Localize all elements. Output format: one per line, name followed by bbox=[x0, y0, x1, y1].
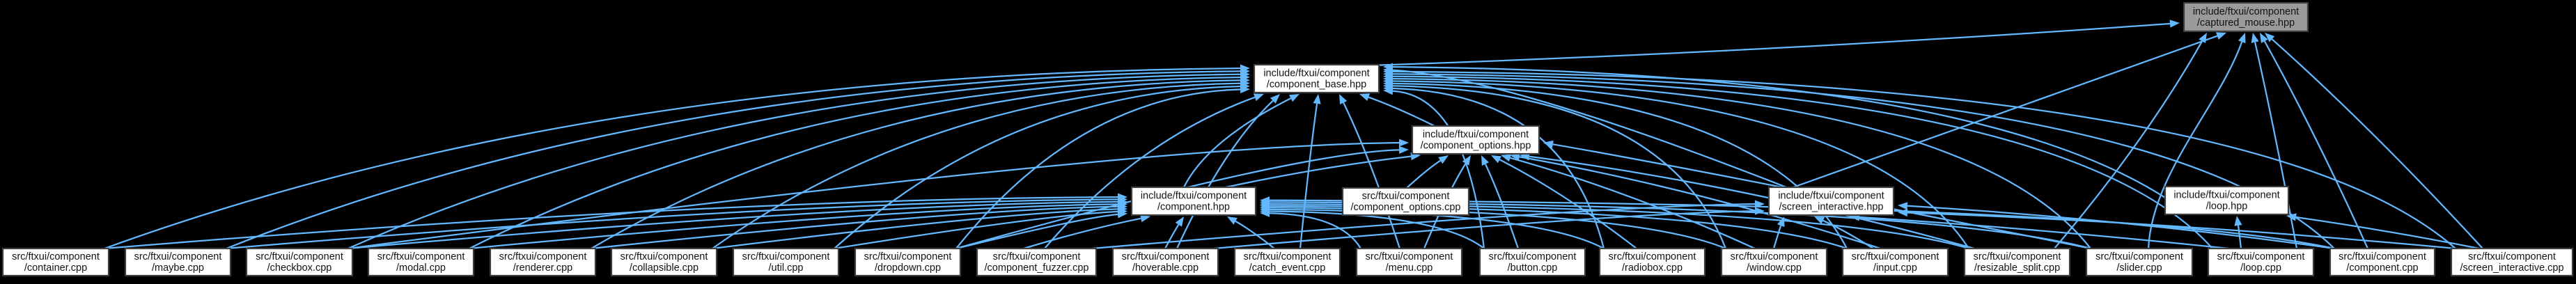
svg-text:include/ftxui/component: include/ftxui/component bbox=[1263, 68, 1369, 79]
svg-text:src/ftxui/component: src/ftxui/component bbox=[1731, 251, 1818, 262]
svg-text:/loop.hpp: /loop.hpp bbox=[2206, 201, 2248, 212]
svg-text:src/ftxui/component: src/ftxui/component bbox=[1122, 251, 1210, 262]
svg-text:/input.cpp: /input.cpp bbox=[1873, 262, 1917, 274]
svg-text:/component_options.cpp: /component_options.cpp bbox=[1351, 202, 1461, 213]
svg-text:src/ftxui/component: src/ftxui/component bbox=[256, 251, 343, 262]
svg-text:src/ftxui/component: src/ftxui/component bbox=[1609, 251, 1696, 262]
svg-text:src/ftxui/component: src/ftxui/component bbox=[2339, 251, 2426, 262]
svg-text:src/ftxui/component: src/ftxui/component bbox=[134, 251, 222, 262]
svg-text:src/ftxui/component: src/ftxui/component bbox=[1489, 251, 1577, 262]
svg-text:src/ftxui/component: src/ftxui/component bbox=[1974, 251, 2061, 262]
svg-text:src/ftxui/component: src/ftxui/component bbox=[2217, 251, 2305, 262]
svg-text:src/ftxui/component: src/ftxui/component bbox=[12, 251, 100, 262]
svg-text:src/ftxui/component: src/ftxui/component bbox=[499, 251, 587, 262]
svg-text:/checkbox.cpp: /checkbox.cpp bbox=[267, 262, 332, 274]
svg-text:/screen_interactive.hpp: /screen_interactive.hpp bbox=[1779, 202, 1884, 213]
svg-text:/maybe.cpp: /maybe.cpp bbox=[152, 262, 204, 274]
svg-text:src/ftxui/component: src/ftxui/component bbox=[377, 251, 465, 262]
svg-text:/window.cpp: /window.cpp bbox=[1747, 262, 1802, 274]
svg-text:src/ftxui/component: src/ftxui/component bbox=[620, 251, 708, 262]
svg-text:src/ftxui/component: src/ftxui/component bbox=[1852, 251, 1939, 262]
svg-text:/util.cpp: /util.cpp bbox=[769, 262, 804, 274]
svg-text:/captured_mouse.hpp: /captured_mouse.hpp bbox=[2197, 17, 2295, 29]
svg-text:/component_base.hpp: /component_base.hpp bbox=[1267, 79, 1367, 90]
svg-text:src/ftxui/component: src/ftxui/component bbox=[2468, 251, 2556, 262]
svg-text:/screen_interactive.cpp: /screen_interactive.cpp bbox=[2460, 262, 2563, 274]
svg-text:/catch_event.cpp: /catch_event.cpp bbox=[1249, 262, 1326, 274]
svg-text:/button.cpp: /button.cpp bbox=[1508, 262, 1558, 274]
svg-text:/resizable_split.cpp: /resizable_split.cpp bbox=[1974, 262, 2060, 274]
svg-text:include/ftxui/component: include/ftxui/component bbox=[1141, 191, 1247, 202]
svg-text:/loop.cpp: /loop.cpp bbox=[2240, 262, 2281, 274]
svg-text:src/ftxui/component: src/ftxui/component bbox=[1362, 191, 1450, 202]
svg-text:/dropdown.cpp: /dropdown.cpp bbox=[875, 262, 941, 274]
svg-text:include/ftxui/component: include/ftxui/component bbox=[2193, 6, 2299, 17]
svg-text:/radiobox.cpp: /radiobox.cpp bbox=[1622, 262, 1683, 274]
svg-text:/container.cpp: /container.cpp bbox=[24, 262, 87, 274]
svg-text:src/ftxui/component: src/ftxui/component bbox=[1366, 251, 1453, 262]
svg-text:/component_fuzzer.cpp: /component_fuzzer.cpp bbox=[985, 262, 1089, 274]
svg-text:include/ftxui/component: include/ftxui/component bbox=[2173, 190, 2279, 201]
svg-text:/renderer.cpp: /renderer.cpp bbox=[513, 262, 572, 274]
svg-text:/slider.cpp: /slider.cpp bbox=[2116, 262, 2162, 274]
svg-text:/component.cpp: /component.cpp bbox=[2346, 262, 2418, 274]
svg-text:src/ftxui/component: src/ftxui/component bbox=[864, 251, 952, 262]
svg-text:/modal.cpp: /modal.cpp bbox=[396, 262, 446, 274]
svg-text:src/ftxui/component: src/ftxui/component bbox=[2095, 251, 2183, 262]
svg-text:/component.hpp: /component.hpp bbox=[1157, 202, 1230, 213]
svg-text:/menu.cpp: /menu.cpp bbox=[1386, 262, 1433, 274]
svg-text:/hoverable.cpp: /hoverable.cpp bbox=[1132, 262, 1199, 274]
svg-text:src/ftxui/component: src/ftxui/component bbox=[742, 251, 830, 262]
svg-text:include/ftxui/component: include/ftxui/component bbox=[1423, 129, 1529, 141]
svg-text:src/ftxui/component: src/ftxui/component bbox=[993, 251, 1081, 262]
svg-text:/collapsible.cpp: /collapsible.cpp bbox=[630, 262, 698, 274]
svg-text:include/ftxui/component: include/ftxui/component bbox=[1778, 191, 1884, 202]
svg-text:src/ftxui/component: src/ftxui/component bbox=[1244, 251, 1332, 262]
svg-text:/component_options.hpp: /component_options.hpp bbox=[1421, 141, 1531, 152]
